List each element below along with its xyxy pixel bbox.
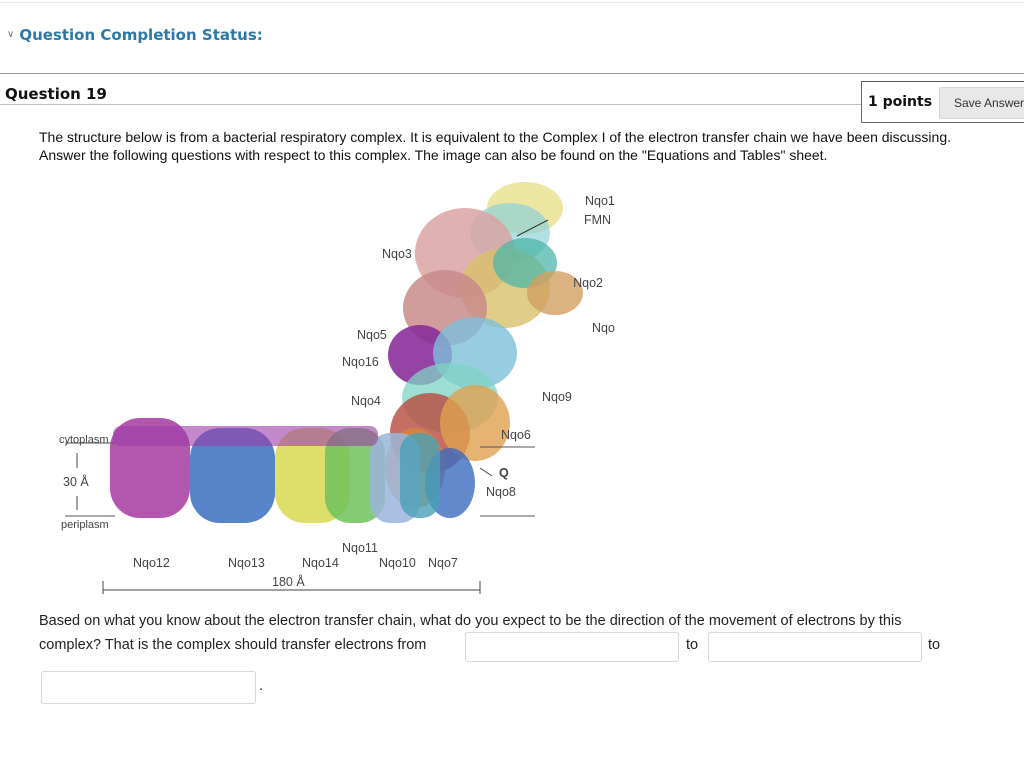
label-nqo13: Nqo13 bbox=[228, 556, 265, 570]
intro-line-2: Answer the following questions with resp… bbox=[39, 147, 828, 163]
answer-final-input[interactable] bbox=[41, 671, 256, 704]
label-periplasm: periplasm bbox=[61, 519, 109, 531]
answer-to-input[interactable] bbox=[708, 632, 922, 662]
question-intro: The structure below is from a bacterial … bbox=[39, 128, 1019, 164]
label-fmn: FMN bbox=[584, 213, 611, 227]
label-nqo3: Nqo3 bbox=[382, 247, 412, 261]
question-divider bbox=[0, 73, 1024, 74]
prompt-line-1: Based on what you know about the electro… bbox=[39, 613, 902, 629]
label-nqo4: Nqo4 bbox=[351, 394, 381, 408]
to-label-2: to bbox=[928, 637, 941, 653]
label-nqo5: Nqo5 bbox=[357, 328, 387, 342]
chevron-double-down-icon: ∨ bbox=[7, 29, 15, 40]
label-q: Q bbox=[499, 466, 509, 480]
label-nqo11: Nqo11 bbox=[342, 541, 378, 555]
points-label: 1 points bbox=[868, 94, 933, 110]
save-answer-button[interactable]: Save Answer bbox=[939, 87, 1024, 119]
top-divider bbox=[0, 2, 1024, 3]
question-title: Question 19 bbox=[5, 85, 107, 103]
label-nqo15: Nqo15 bbox=[592, 321, 615, 335]
label-nqo12: Nqo12 bbox=[133, 556, 170, 570]
label-height: 30 Å bbox=[63, 474, 89, 489]
complex-i-structure-figure: Nqo1 FMN Nqo2 Nqo3 Nqo15 Nqo5 Nqo16 Nqo4… bbox=[55, 178, 629, 598]
membrane-arm bbox=[110, 418, 440, 523]
label-nqo6: Nqo6 bbox=[501, 428, 531, 442]
label-nqo1: Nqo1 bbox=[585, 194, 615, 208]
title-underline bbox=[0, 104, 862, 105]
label-nqo2: Nqo2 bbox=[573, 276, 603, 290]
points-panel: 1 points Save Answer bbox=[861, 81, 1024, 123]
label-nqo14: Nqo14 bbox=[302, 556, 339, 570]
label-nqo7: Nqo7 bbox=[428, 556, 458, 570]
question-prompt: Based on what you know about the electro… bbox=[39, 608, 1009, 634]
label-nqo9: Nqo9 bbox=[542, 390, 572, 404]
label-nqo16: Nqo16 bbox=[342, 355, 379, 369]
status-label: Question Completion Status: bbox=[19, 26, 263, 44]
label-nqo10: Nqo10 bbox=[379, 556, 416, 570]
prompt-line-2: complex? That is the complex should tran… bbox=[39, 637, 427, 653]
complex-i-structure-image: Nqo1 FMN Nqo2 Nqo3 Nqo15 Nqo5 Nqo16 Nqo4… bbox=[59, 182, 629, 594]
label-cytoplasm: cytoplasm bbox=[59, 434, 109, 446]
question-completion-status-toggle[interactable]: ∨ Question Completion Status: bbox=[7, 26, 263, 44]
label-width: 180 Å bbox=[272, 574, 305, 589]
to-label-1: to bbox=[686, 637, 699, 653]
intro-line-1: The structure below is from a bacterial … bbox=[39, 129, 951, 145]
answer-from-input[interactable] bbox=[465, 632, 679, 662]
period: . bbox=[259, 678, 264, 694]
label-nqo8: Nqo8 bbox=[486, 485, 516, 499]
